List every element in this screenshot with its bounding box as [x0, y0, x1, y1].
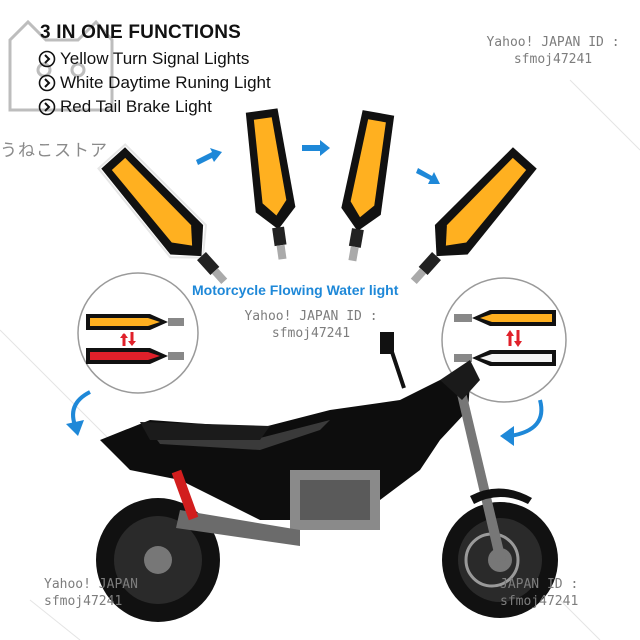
chevron-circle-icon	[38, 50, 56, 68]
turn-signal-4	[410, 147, 537, 285]
feature-item-red: Red Tail Brake Light	[38, 97, 212, 117]
chevron-circle-icon	[38, 74, 56, 92]
watermark-line: Yahoo! JAPAN ID :	[486, 35, 620, 50]
store-name: うねこストア	[0, 141, 108, 160]
section-subtitle: Motorcycle Flowing Water light	[192, 282, 399, 298]
watermark-line: Yahoo! JAPAN	[44, 577, 138, 592]
watermark-line: sfmoj47241	[44, 594, 123, 609]
feature-item-yellow: Yellow Turn Signal Lights	[38, 49, 249, 69]
page-title: 3 IN ONE FUNCTIONS	[40, 22, 242, 43]
watermark-line: sfmoj47241	[271, 326, 351, 341]
right-curve-arrow	[509, 399, 544, 438]
feature-label: Yellow Turn Signal Lights	[60, 49, 250, 68]
turn-signal-2	[245, 108, 296, 260]
watermark-line: sfmoj47241	[500, 594, 579, 609]
flow-arrows	[196, 140, 440, 184]
watermark-top-right: Yahoo! JAPAN ID : sfmoj47241	[478, 34, 628, 68]
brake-turn-circle	[77, 272, 199, 394]
watermark-line: Yahoo! JAPAN ID :	[244, 309, 378, 324]
watermark-line: sfmoj47241	[513, 52, 593, 67]
turn-signal-3	[341, 110, 395, 262]
watermark-center: Yahoo! JAPAN ID : sfmoj47241	[236, 308, 386, 342]
feature-label: White Daytime Runing Light	[60, 73, 271, 92]
chevron-circle-icon	[38, 98, 56, 116]
motorcycle	[96, 332, 558, 622]
feature-item-white: White Daytime Runing Light	[38, 73, 271, 93]
watermark-bottom-left: Yahoo! JAPAN sfmoj47241	[44, 576, 194, 610]
watermark-line: JAPAN ID :	[500, 577, 579, 592]
feature-label: Red Tail Brake Light	[60, 97, 212, 116]
watermark-lines	[0, 79, 640, 640]
turn-signal-1	[97, 143, 228, 285]
watermark-bottom-right: JAPAN ID : sfmoj47241	[500, 576, 640, 610]
